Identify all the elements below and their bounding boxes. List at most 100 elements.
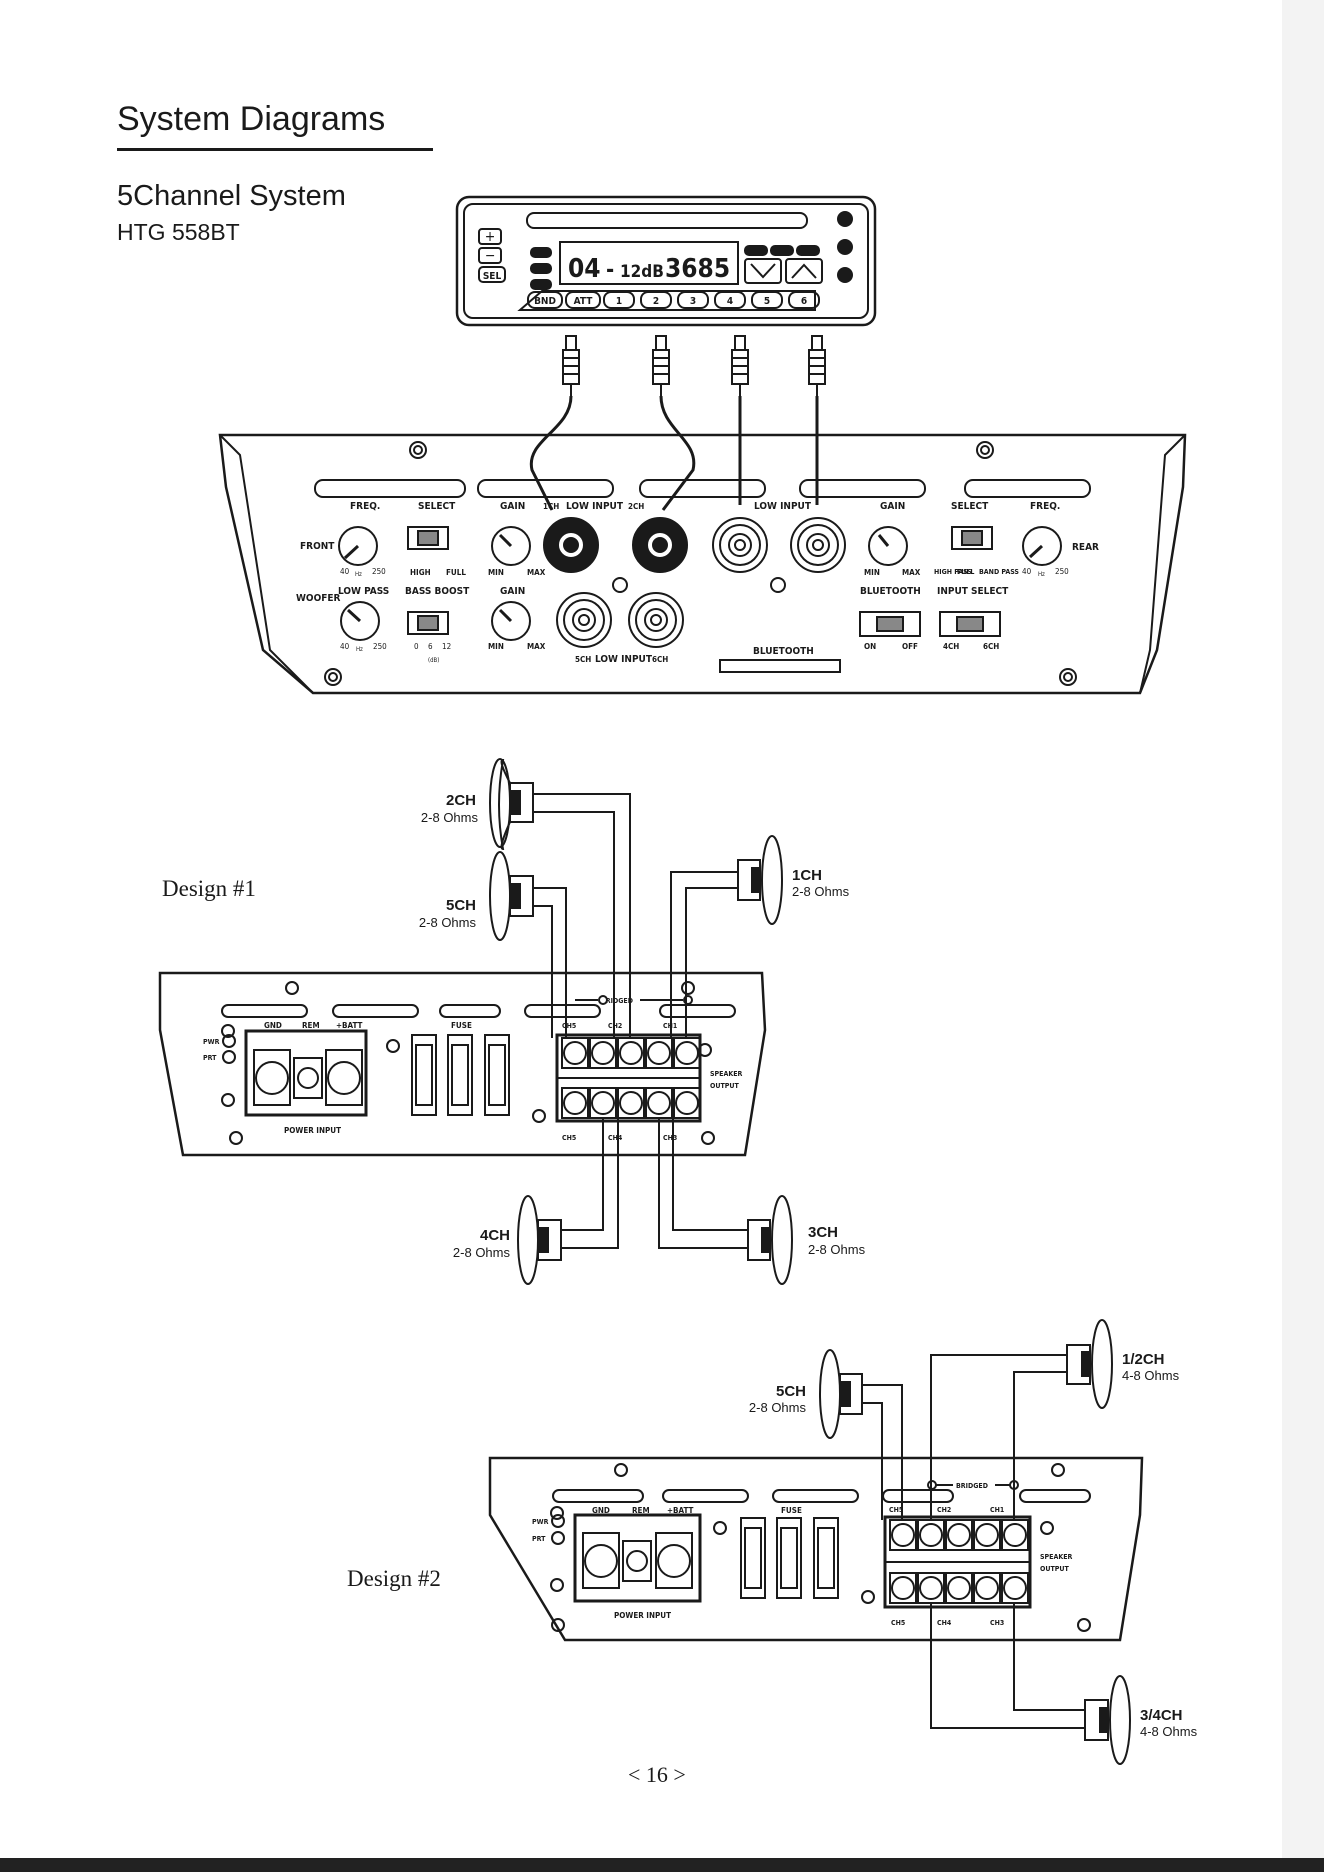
speaker-3ch-ohms: 2-8 Ohms [808, 1242, 866, 1257]
svg-text:INPUT SELECT: INPUT SELECT [937, 586, 1009, 597]
speaker-5ch-name: 5CH [446, 897, 476, 914]
svg-text:+BATT: +BATT [336, 1021, 363, 1030]
svg-text:40: 40 [340, 642, 350, 651]
design-2-label: Design #2 [347, 1566, 441, 1591]
svg-text:MIN: MIN [488, 642, 504, 651]
svg-text:0: 0 [414, 642, 419, 651]
svg-text:250: 250 [373, 642, 387, 651]
seek-up-button[interactable] [785, 258, 823, 284]
svg-text:12: 12 [442, 642, 451, 651]
svg-text:BASS BOOST: BASS BOOST [405, 586, 470, 597]
page-edge-strip [1282, 0, 1324, 1872]
preset-3-label: 3 [690, 296, 696, 307]
svg-text:4CH: 4CH [943, 642, 959, 651]
svg-text:WOOFER: WOOFER [296, 593, 341, 604]
svg-text:GAIN: GAIN [500, 501, 525, 512]
bnd-button[interactable] [527, 291, 563, 309]
preset-2-button[interactable] [640, 291, 672, 309]
preset-5-button[interactable] [751, 291, 783, 309]
svg-text:HIGH PASS: HIGH PASS [934, 568, 972, 576]
svg-text:GAIN: GAIN [500, 586, 525, 597]
svg-text:Hz: Hz [1038, 571, 1045, 578]
preset-6-button[interactable] [788, 291, 820, 309]
svg-text:FUSE: FUSE [781, 1506, 802, 1515]
speaker-1ch [737, 835, 783, 925]
svg-text:CH4: CH4 [937, 1619, 952, 1627]
svg-text:LOW INPUT: LOW INPUT [566, 501, 624, 512]
speaker-d2-5ch-ohms: 2-8 Ohms [749, 1400, 807, 1415]
preset-4-button[interactable] [714, 291, 746, 309]
svg-text:MIN: MIN [488, 568, 504, 577]
svg-text:FRONT: FRONT [300, 541, 335, 552]
svg-text:250: 250 [1055, 567, 1069, 576]
svg-text:CH5: CH5 [891, 1619, 905, 1627]
speaker-d2-5ch-name: 5CH [776, 1383, 806, 1400]
speaker-1ch-name: 1CH [792, 867, 822, 884]
system-title: 5Channel System [117, 180, 346, 212]
svg-text:Hz: Hz [356, 646, 363, 653]
svg-text:BLUETOOTH: BLUETOOTH [860, 586, 921, 597]
svg-text:GND: GND [264, 1021, 282, 1030]
speaker-2ch [489, 758, 534, 851]
speaker-d2-1-2ch-ohms: 4-8 Ohms [1122, 1368, 1180, 1383]
page-number: < 16 > [628, 1762, 686, 1787]
svg-text:FREQ.: FREQ. [350, 501, 380, 512]
svg-text:CH4: CH4 [608, 1134, 623, 1142]
svg-text:Hz: Hz [355, 571, 362, 578]
svg-text:40: 40 [340, 567, 350, 576]
bottom-border [0, 1858, 1324, 1872]
volume-up-button[interactable] [478, 228, 502, 245]
svg-text:CH3: CH3 [990, 1619, 1004, 1627]
svg-text:(dB): (dB) [428, 657, 439, 664]
sel-button[interactable] [478, 266, 506, 283]
preset-1-button[interactable] [603, 291, 635, 309]
amplifier-front-panel: FREQ. SELECT GAIN 1CH LOW INPUT 2CH LOW … [218, 433, 1187, 695]
svg-text:OUTPUT: OUTPUT [1040, 1565, 1069, 1573]
svg-text:REM: REM [632, 1506, 650, 1515]
svg-text:FULL: FULL [446, 568, 466, 577]
speaker-d2-3-4ch-name: 3/4CH [1140, 1707, 1183, 1724]
svg-text:BLUETOOTH: BLUETOOTH [753, 646, 814, 657]
svg-text:5CH: 5CH [575, 655, 591, 664]
svg-text:2CH: 2CH [628, 502, 644, 511]
att-button[interactable] [565, 291, 601, 309]
svg-text:6CH: 6CH [652, 655, 668, 664]
svg-text:SELECT: SELECT [951, 501, 989, 512]
speaker-d2-3-4ch-ohms: 4-8 Ohms [1140, 1724, 1198, 1739]
volume-down-button[interactable] [478, 247, 502, 264]
svg-text:HIGH: HIGH [410, 568, 431, 577]
svg-text:PRT: PRT [203, 1054, 217, 1062]
preset-3-button[interactable] [677, 291, 709, 309]
svg-text:MAX: MAX [527, 568, 546, 577]
rca-cables [529, 335, 826, 511]
svg-text:REM: REM [302, 1021, 320, 1030]
svg-text:MIN: MIN [864, 568, 880, 577]
lcd-dash: - [606, 258, 614, 283]
preset-6-label: 6 [801, 296, 807, 307]
svg-text:CH5: CH5 [562, 1134, 576, 1142]
speaker-5ch-ohms: 2-8 Ohms [419, 915, 477, 930]
svg-text:CH5: CH5 [562, 1022, 576, 1030]
svg-text:CH3: CH3 [663, 1134, 677, 1142]
svg-text:LOW INPUT: LOW INPUT [595, 654, 653, 665]
seek-down-button[interactable] [744, 258, 782, 284]
speaker-d2-1-2ch [1066, 1319, 1113, 1409]
lcd-track: 04 [568, 254, 601, 284]
preset-2-label: 2 [653, 296, 659, 307]
svg-text:ON: ON [864, 642, 876, 651]
svg-text:PRT: PRT [532, 1535, 546, 1543]
svg-text:1CH: 1CH [543, 502, 559, 511]
speaker-2ch-name: 2CH [446, 792, 476, 809]
svg-text:BAND PASS: BAND PASS [979, 568, 1019, 576]
svg-text:SELECT: SELECT [418, 501, 456, 512]
design-1-wiring [533, 793, 748, 1249]
speaker-4ch [517, 1195, 562, 1285]
speaker-3ch-name: 3CH [808, 1224, 838, 1241]
svg-text:CH1: CH1 [990, 1506, 1004, 1514]
lcd-freq: 3685 [665, 254, 730, 284]
svg-text:MAX: MAX [527, 642, 546, 651]
lcd-display [559, 241, 739, 285]
svg-text:PWR: PWR [203, 1038, 220, 1046]
